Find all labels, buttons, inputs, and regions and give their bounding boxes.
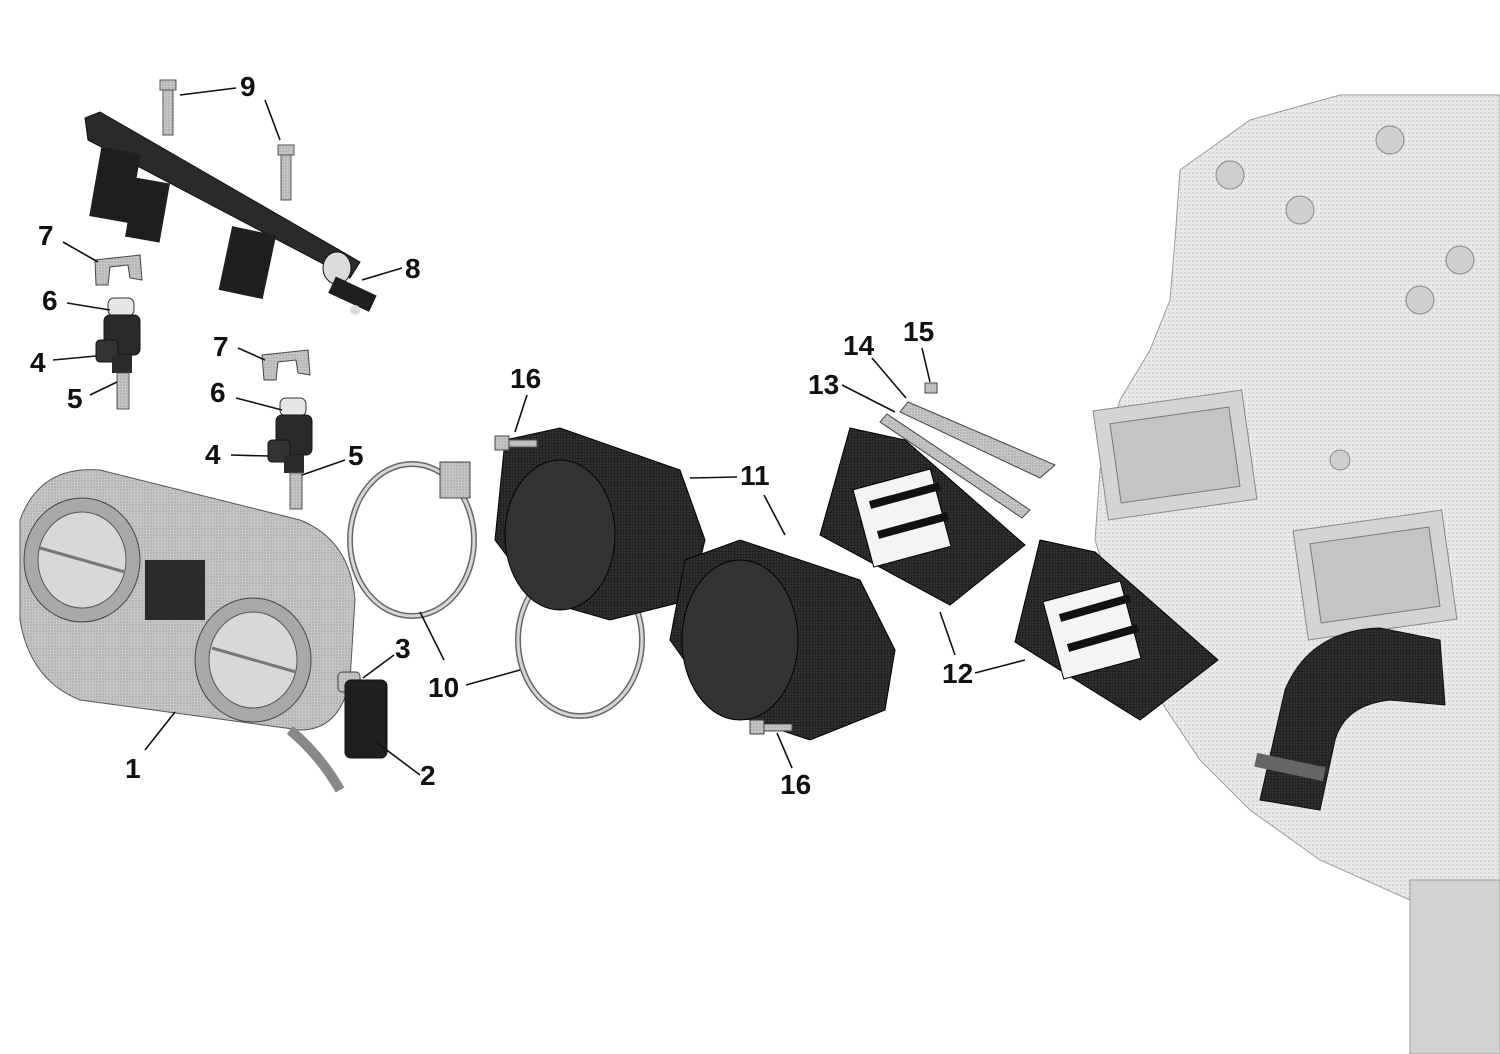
callout-labels: 1 2 3 4 4 5 5 6 6 7 7 8 9 10 11 12 13 14… xyxy=(30,71,973,800)
intake-adapters xyxy=(494,427,896,741)
callout-4a: 4 xyxy=(30,347,46,378)
callout-11: 11 xyxy=(740,460,770,491)
engine-block-ghost xyxy=(1092,94,1500,1054)
callout-6b: 6 xyxy=(210,377,226,408)
adapter-bolts xyxy=(494,435,793,735)
throttle-body xyxy=(19,469,356,793)
callout-7b: 7 xyxy=(213,331,229,362)
callout-1: 1 xyxy=(125,753,141,784)
callout-4b: 4 xyxy=(205,439,221,470)
elbow-hose xyxy=(1254,627,1446,811)
callout-16b: 16 xyxy=(780,769,811,800)
callout-7a: 7 xyxy=(38,220,54,251)
callout-6a: 6 xyxy=(42,285,58,316)
callout-12: 12 xyxy=(942,658,973,689)
callout-9: 9 xyxy=(240,71,256,102)
injector-clips xyxy=(94,254,311,381)
callout-14: 14 xyxy=(843,330,875,361)
callout-8: 8 xyxy=(405,253,421,284)
rail-bolts xyxy=(159,79,295,201)
leader-lines xyxy=(52,87,1026,776)
reed-valves xyxy=(819,427,1219,721)
callout-5a: 5 xyxy=(67,383,83,414)
gaskets-and-plate xyxy=(879,382,1056,519)
callout-5b: 5 xyxy=(348,440,364,471)
callout-10: 10 xyxy=(428,672,459,703)
throttle-position-sensor xyxy=(337,671,388,759)
fuel-injector-right xyxy=(267,397,313,510)
callout-13: 13 xyxy=(808,369,839,400)
callout-3: 3 xyxy=(395,633,411,664)
callout-15: 15 xyxy=(903,316,934,347)
callout-16a: 16 xyxy=(510,363,541,394)
fuel-rail xyxy=(84,111,377,315)
fuel-injector-left xyxy=(95,297,141,410)
callout-2: 2 xyxy=(420,760,436,791)
